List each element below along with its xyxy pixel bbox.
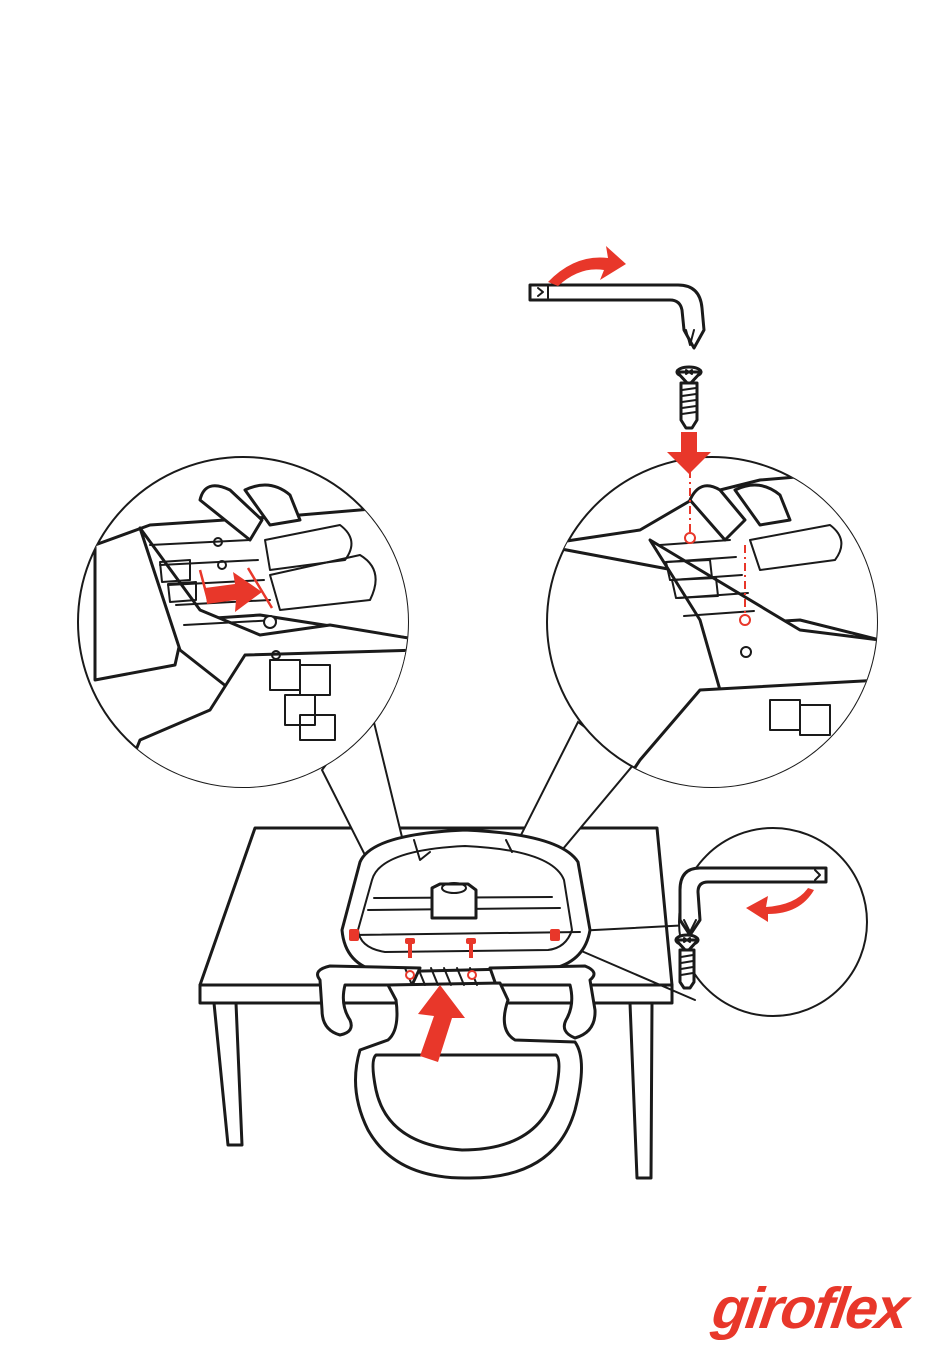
countersunk-screw-icon <box>667 367 711 474</box>
detail-circle-tool <box>676 828 867 1016</box>
rotate-clockwise-arrow <box>548 246 626 286</box>
table-leg-right <box>630 1003 652 1178</box>
brand-logo: giroflex <box>708 1280 910 1338</box>
torx-key-icon <box>530 246 704 348</box>
mechanism-block <box>432 884 476 918</box>
table-leg-left <box>214 1003 242 1145</box>
